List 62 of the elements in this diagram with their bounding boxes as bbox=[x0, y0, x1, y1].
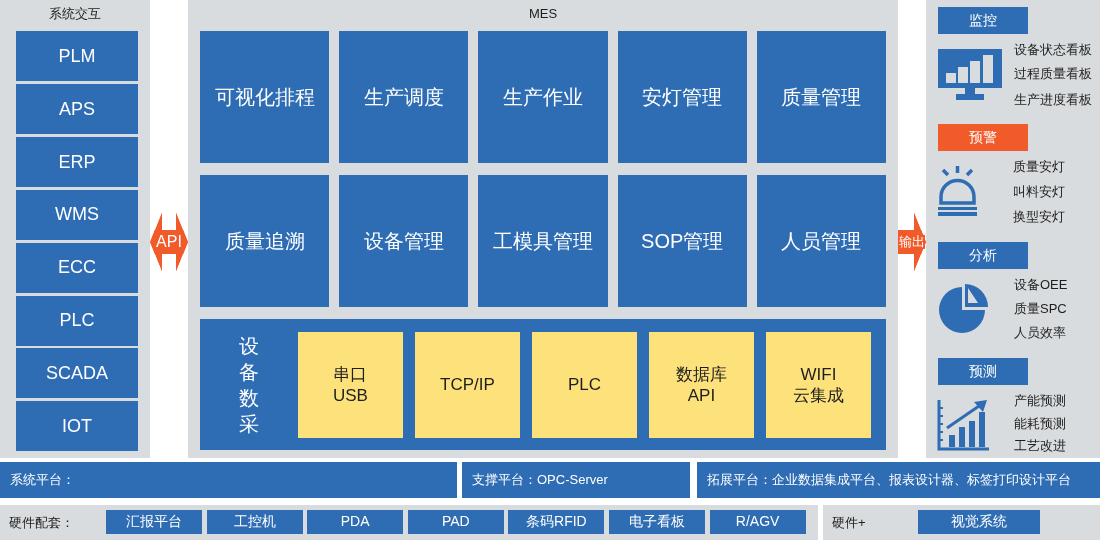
list-item: 能耗预测 bbox=[1014, 416, 1066, 432]
hardware-box: 视觉系统 bbox=[918, 510, 1040, 534]
panel bbox=[188, 0, 898, 458]
module-box: 生产作业 bbox=[478, 31, 608, 163]
double-arrow bbox=[150, 212, 188, 272]
system-box: IOT bbox=[16, 401, 138, 452]
system-box: PLC bbox=[16, 295, 138, 346]
list-item: 换型安灯 bbox=[1013, 209, 1065, 225]
list-item: 质量SPC bbox=[1014, 301, 1067, 317]
edge-label: 输出 bbox=[899, 234, 925, 250]
list-item: 生产进度看板 bbox=[1014, 92, 1092, 108]
panel-title: MES bbox=[528, 6, 558, 22]
hardware-box: 电子看板 bbox=[609, 510, 705, 534]
list-item: 设备OEE bbox=[1014, 277, 1068, 293]
section-header: 分析 bbox=[938, 242, 1028, 269]
module-box: 可视化排程 bbox=[200, 31, 330, 163]
module-box: 安灯管理 bbox=[617, 31, 747, 163]
row-title: 硬件+ bbox=[832, 513, 866, 532]
interface-box: 串口 USB bbox=[298, 332, 403, 438]
system-box: SCADA bbox=[16, 348, 138, 399]
hardware-panel bbox=[823, 505, 1100, 540]
section-header: 预测 bbox=[938, 358, 1028, 385]
panel-title: 系统交互 bbox=[49, 6, 101, 22]
interface-box: 数据库 API bbox=[649, 332, 754, 438]
system-box: ERP bbox=[16, 136, 138, 187]
list-item: 过程质量看板 bbox=[1014, 66, 1092, 82]
band-title: 设备数采 bbox=[239, 333, 259, 437]
system-box: WMS bbox=[16, 189, 138, 240]
module-box: 质量管理 bbox=[756, 31, 886, 163]
output-panel bbox=[926, 0, 1100, 458]
system-box: APS bbox=[16, 83, 138, 134]
list-item: 产能预测 bbox=[1014, 393, 1066, 409]
system-box: ECC bbox=[16, 242, 138, 293]
list-item: 叫料安灯 bbox=[1013, 184, 1065, 200]
list-item: 设备状态看板 bbox=[1014, 42, 1092, 58]
module-box: 人员管理 bbox=[756, 175, 886, 307]
hardware-box: 汇报平台 bbox=[106, 510, 202, 534]
row-title: 硬件配套： bbox=[9, 513, 74, 532]
section-header: 监控 bbox=[938, 7, 1028, 34]
hardware-panel bbox=[0, 505, 818, 540]
module-box: 工模具管理 bbox=[478, 175, 608, 307]
system-box: PLM bbox=[16, 31, 138, 81]
interface-box: TCP/IP bbox=[415, 332, 520, 438]
hardware-box: PAD bbox=[407, 510, 504, 534]
hardware-box: R/AGV bbox=[709, 510, 806, 534]
platform-bar: 系统平台： bbox=[0, 462, 457, 498]
module-box: 设备管理 bbox=[339, 175, 469, 307]
interface-box: WIFI 云集成 bbox=[766, 332, 871, 438]
interface-box: PLC bbox=[532, 332, 637, 438]
hardware-box: 工控机 bbox=[206, 510, 303, 534]
platform-bar: 拓展平台：企业数据集成平台、报表设计器、标签打印设计平台 bbox=[697, 462, 1100, 498]
platform-bar: 支撑平台：OPC-Server bbox=[462, 462, 690, 498]
panel bbox=[0, 0, 150, 458]
module-box: 生产调度 bbox=[339, 31, 469, 163]
list-item: 人员效率 bbox=[1014, 325, 1066, 341]
hardware-box: PDA bbox=[307, 510, 404, 534]
list-item: 质量安灯 bbox=[1013, 159, 1065, 175]
module-box: SOP管理 bbox=[617, 175, 747, 307]
section-header: 预警 bbox=[938, 124, 1028, 151]
module-box: 质量追溯 bbox=[200, 175, 330, 307]
data-collection-band bbox=[200, 319, 886, 450]
hardware-box: 条码RFID bbox=[508, 510, 605, 534]
